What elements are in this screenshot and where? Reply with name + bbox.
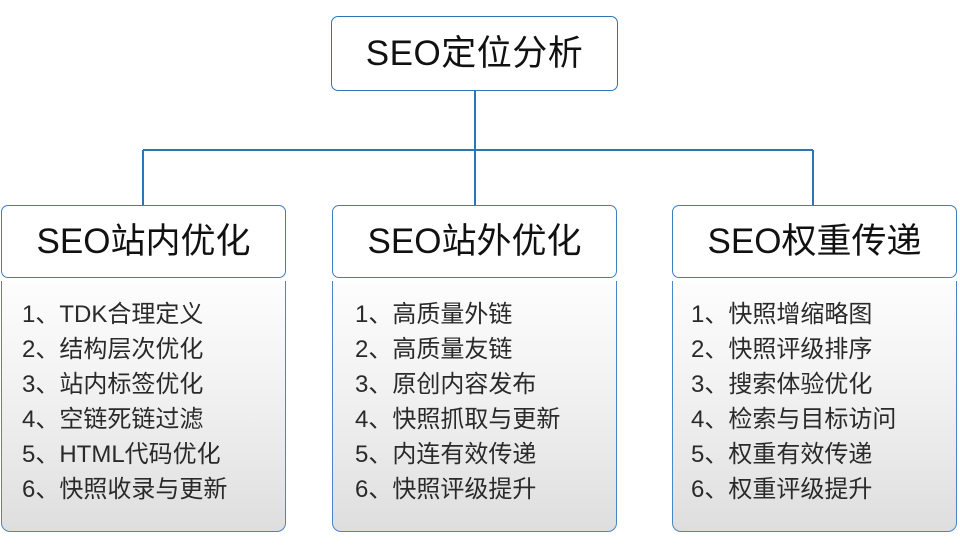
list-item: 1、TDK合理定义 <box>22 301 204 328</box>
list-item: 6、权重评级提升 <box>691 476 873 503</box>
branch-header-label: SEO权重传递 <box>707 222 922 261</box>
root-node-seo-positioning-analysis[interactable]: SEO定位分析 <box>331 16 618 91</box>
branch-item-list: 1、高质量外链 2、高质量友链 3、原创内容发布 4、快照抓取与更新 5、内连有… <box>333 297 616 507</box>
list-item: 3、原创内容发布 <box>355 371 537 398</box>
list-item: 2、高质量友链 <box>355 336 513 363</box>
list-item: 2、结构层次优化 <box>22 336 204 363</box>
branch-header-label: SEO站内优化 <box>36 222 251 261</box>
branch-column-onsite: SEO站内优化 1、TDK合理定义 2、结构层次优化 3、站内标签优化 4、空链… <box>1 205 286 532</box>
list-item: 6、快照收录与更新 <box>22 476 228 503</box>
branch-header-weight-transfer[interactable]: SEO权重传递 <box>672 205 957 278</box>
list-item: 3、站内标签优化 <box>22 371 204 398</box>
list-item: 4、空链死链过滤 <box>22 406 204 433</box>
branch-columns: SEO站内优化 1、TDK合理定义 2、结构层次优化 3、站内标签优化 4、空链… <box>0 205 960 535</box>
list-item: 1、高质量外链 <box>355 301 513 328</box>
list-item: 1、快照增缩略图 <box>691 301 873 328</box>
root-node-label: SEO定位分析 <box>365 34 584 73</box>
branch-body-offsite: 1、高质量外链 2、高质量友链 3、原创内容发布 4、快照抓取与更新 5、内连有… <box>332 281 617 532</box>
branch-body-onsite: 1、TDK合理定义 2、结构层次优化 3、站内标签优化 4、空链死链过滤 5、H… <box>1 281 286 532</box>
branch-item-list: 1、快照增缩略图 2、快照评级排序 3、搜索体验优化 4、检索与目标访问 5、权… <box>673 297 956 507</box>
branch-item-list: 1、TDK合理定义 2、结构层次优化 3、站内标签优化 4、空链死链过滤 5、H… <box>2 297 285 507</box>
branch-column-weight-transfer: SEO权重传递 1、快照增缩略图 2、快照评级排序 3、搜索体验优化 4、检索与… <box>672 205 957 532</box>
branch-header-label: SEO站外优化 <box>367 222 582 261</box>
list-item: 4、快照抓取与更新 <box>355 406 561 433</box>
list-item: 4、检索与目标访问 <box>691 406 897 433</box>
list-item: 6、快照评级提升 <box>355 476 537 503</box>
list-item: 5、权重有效传递 <box>691 441 873 468</box>
branch-column-offsite: SEO站外优化 1、高质量外链 2、高质量友链 3、原创内容发布 4、快照抓取与… <box>332 205 617 532</box>
list-item: 5、内连有效传递 <box>355 441 537 468</box>
branch-header-onsite[interactable]: SEO站内优化 <box>1 205 286 278</box>
branch-header-offsite[interactable]: SEO站外优化 <box>332 205 617 278</box>
list-item: 2、快照评级排序 <box>691 336 873 363</box>
branch-body-weight-transfer: 1、快照增缩略图 2、快照评级排序 3、搜索体验优化 4、检索与目标访问 5、权… <box>672 281 957 532</box>
list-item: 3、搜索体验优化 <box>691 371 873 398</box>
list-item: 5、HTML代码优化 <box>22 441 221 468</box>
